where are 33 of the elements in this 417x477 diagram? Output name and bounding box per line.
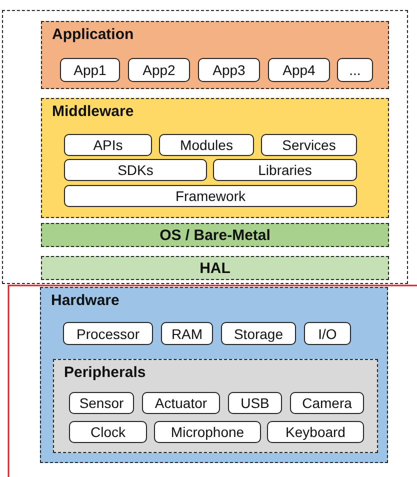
component-box: Sensor <box>69 392 134 414</box>
component-box: APIs <box>64 134 152 156</box>
group-panel <box>53 359 378 453</box>
component-box: Framework <box>64 185 357 207</box>
component-box: Libraries <box>213 159 357 181</box>
layer-title: Application <box>52 26 134 43</box>
component-box: Clock <box>69 421 147 443</box>
component-box: Actuator <box>142 392 220 414</box>
layer-title: Middleware <box>52 103 134 120</box>
component-box: Microphone <box>154 421 261 443</box>
layer-panel <box>41 21 389 89</box>
component-box: App1 <box>60 58 120 82</box>
component-box: App2 <box>128 58 190 82</box>
component-box: Processor <box>63 322 153 345</box>
software-stack-outline <box>2 10 408 284</box>
component-box: Keyboard <box>267 421 364 443</box>
component-box: ... <box>337 58 373 82</box>
component-box: USB <box>228 392 282 414</box>
component-box: RAM <box>161 322 213 345</box>
component-box: Storage <box>221 322 296 345</box>
component-box: Camera <box>290 392 364 414</box>
layer-bar: OS / Bare-Metal <box>41 223 389 247</box>
component-box: I/O <box>304 322 351 345</box>
component-box: SDKs <box>64 159 207 181</box>
component-box: App4 <box>268 58 330 82</box>
component-box: App3 <box>198 58 260 82</box>
component-box: Modules <box>159 134 254 156</box>
layer-panel <box>40 287 388 463</box>
component-box: Services <box>261 134 357 156</box>
layer-title: Peripherals <box>64 364 146 381</box>
layer-bar: HAL <box>41 256 389 280</box>
layer-panel <box>41 98 389 218</box>
layer-title: Hardware <box>51 292 120 309</box>
